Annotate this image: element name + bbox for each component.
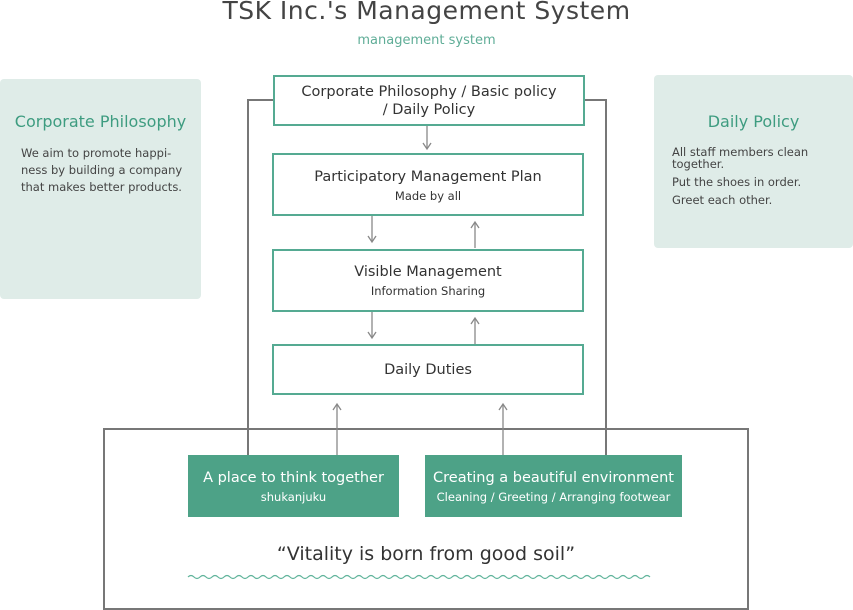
philosophy-box-line2: / Daily Policy [382, 102, 476, 118]
up-arrow-head [332, 402, 342, 411]
corporate-philosophy-title: Corporate Philosophy [14, 112, 187, 131]
management-plan-subtitle: Made by all [394, 189, 462, 203]
think-together-box: A place to think together shukanjuku [188, 455, 399, 517]
daily-policy-item: All staff members clean together. [672, 145, 809, 171]
philosophy-box: Corporate Philosophy / Basic policy / Da… [273, 75, 585, 126]
down-arrow-head [367, 331, 377, 340]
visible-management-box: Visible Management Information Sharing [272, 249, 584, 312]
down-arrow-head [367, 235, 377, 244]
foundation-frame [103, 428, 749, 610]
daily-policy-title: Daily Policy [707, 112, 800, 131]
corporate-philosophy-panel: Corporate Philosophy We aim to promote h… [0, 79, 201, 299]
think-together-title: A place to think together [203, 470, 384, 486]
daily-duties-box: Daily Duties [272, 344, 584, 395]
wavy-underline [187, 574, 651, 580]
right-loop-line [585, 99, 607, 456]
daily-policy-item: Greet each other. [672, 193, 773, 207]
corporate-philosophy-text: We aim to promote happi-ness by building… [21, 146, 183, 194]
visible-management-subtitle: Information Sharing [370, 284, 486, 298]
up-arrow-head [470, 316, 480, 325]
daily-policy-item: Put the shoes in order. [672, 175, 802, 189]
daily-policy-panel: Daily Policy All staff members clean tog… [654, 75, 853, 248]
daily-duties-title: Daily Duties [384, 362, 472, 378]
left-loop-line [247, 99, 273, 456]
up-arrow-head [470, 220, 480, 229]
management-plan-title: Participatory Management Plan [314, 169, 542, 185]
slogan: “Vitality is born from good soil” [276, 543, 576, 565]
beautiful-environment-title: Creating a beautiful environment [433, 470, 674, 486]
beautiful-environment-box: Creating a beautiful environment Cleanin… [425, 455, 682, 517]
page-title: TSK Inc.'s Management System [222, 0, 631, 25]
management-plan-box: Participatory Management Plan Made by al… [272, 153, 584, 216]
think-together-subtitle: shukanjuku [260, 490, 327, 504]
philosophy-box-line1: Corporate Philosophy / Basic policy [301, 84, 557, 100]
visible-management-title: Visible Management [354, 264, 502, 280]
up-arrow-head [498, 402, 508, 411]
beautiful-environment-subtitle: Cleaning / Greeting / Arranging footwear [436, 490, 671, 504]
daily-policy-list: All staff members clean together. Put th… [672, 146, 842, 212]
down-arrow-head [422, 142, 432, 151]
page-subtitle: management system [357, 33, 496, 48]
